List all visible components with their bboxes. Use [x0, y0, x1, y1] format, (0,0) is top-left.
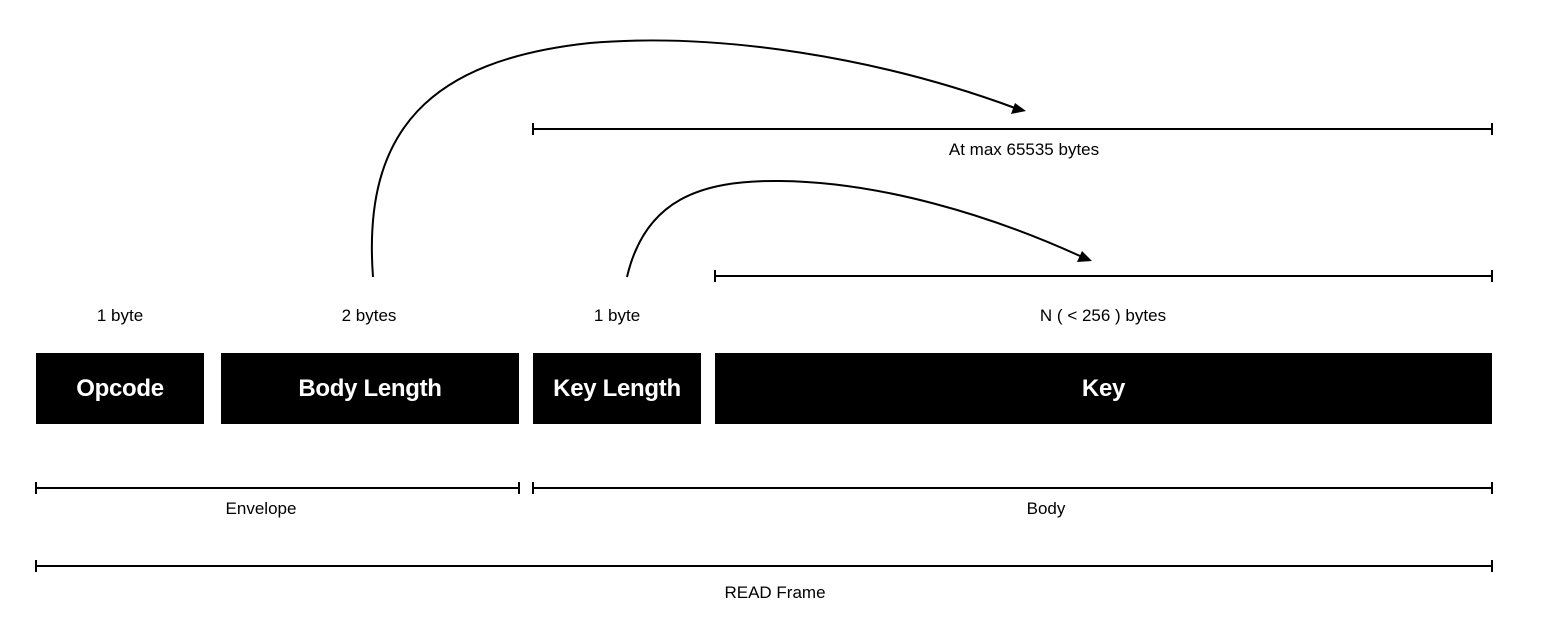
opcode-field-label: Opcode	[76, 374, 164, 402]
key-length-arrow	[626, 179, 1081, 278]
opcode-field: Opcode	[36, 353, 204, 424]
body-length-arrow	[370, 39, 1016, 278]
body-length-arrowhead	[1011, 103, 1026, 114]
envelope-label: Envelope	[225, 499, 297, 518]
body-bracket	[532, 482, 1493, 494]
key-field-label: Key	[1081, 374, 1126, 402]
max-body-label: At max 65535 bytes	[948, 140, 1100, 159]
key-length-field: Key Length	[533, 353, 701, 424]
key-size-label: N ( < 256 ) bytes	[1039, 306, 1167, 325]
body-label: Body	[1026, 499, 1066, 518]
body-length-size-label: 2 bytes	[341, 306, 397, 325]
frame-bracket	[35, 560, 1493, 572]
key-length-field-label: Key Length	[553, 374, 681, 402]
key-field: Key	[715, 353, 1492, 424]
max-body-bracket	[532, 123, 1493, 135]
envelope-bracket	[35, 482, 520, 494]
key-size-bracket	[714, 270, 1493, 282]
frame-label: READ Frame	[724, 583, 826, 602]
body-length-field-label: Body Length	[298, 374, 442, 402]
body-length-field: Body Length	[221, 353, 519, 424]
key-length-size-label: 1 byte	[593, 306, 641, 325]
opcode-size-label: 1 byte	[96, 306, 144, 325]
key-length-arrowhead	[1077, 251, 1092, 262]
